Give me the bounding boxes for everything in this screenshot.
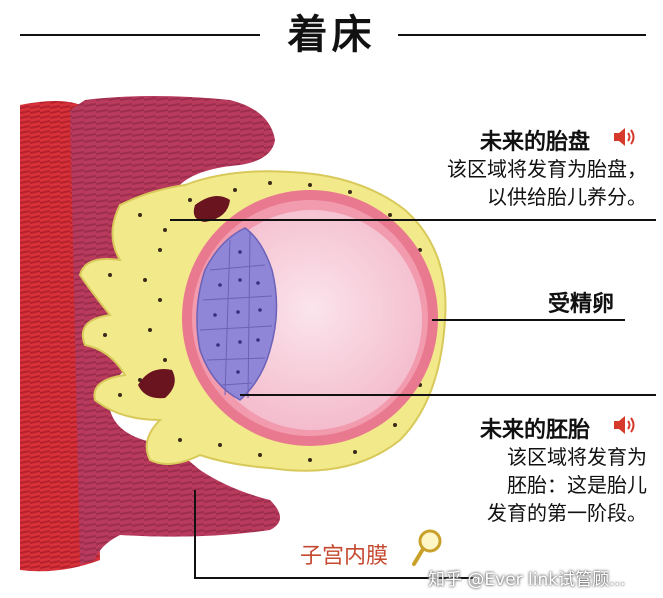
inner-cell-mass [196,227,278,401]
embryo-desc-line-3: 发育的第一阶段。 [487,501,647,525]
embryo-desc-line-2: 胚胎：这是胎儿 [507,473,647,497]
speaker-icon[interactable] [612,413,638,437]
watermark-text: 知乎 @Ever link试管顾... [428,570,626,590]
placenta-heading: 未来的胎盘 [480,129,591,155]
embryo-heading: 未来的胚胎 [480,417,591,443]
endometrium-label: 子宫内膜 [300,544,389,569]
magnifier-icon[interactable] [410,528,444,568]
fertilized-egg-heading: 受精卵 [548,291,615,317]
title-rule-left [20,34,260,36]
lacuna-upper [193,196,230,222]
lacuna-lower [138,369,175,399]
embryo-desc-line-1: 该区域将发育为 [507,445,647,469]
inner-cell-mass-cells [199,231,273,399]
placenta-desc-line-1: 该区域将发育为胎盘， [447,157,647,181]
speaker-icon[interactable] [612,125,638,149]
page-title: 着床 [287,11,376,58]
leader-endometrium [194,490,475,579]
placenta-desc-line-2: 以供给胎儿养分。 [487,185,647,209]
title-rule-right [398,34,646,36]
